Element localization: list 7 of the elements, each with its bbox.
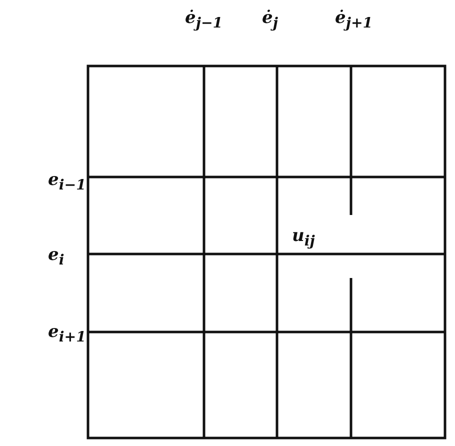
row-label: e$_{i}$ xyxy=(48,245,64,270)
row-label: e$_{i−1}$ xyxy=(48,170,86,196)
column-label: ė$_{j−1}$ xyxy=(185,8,223,34)
cell-label: u$_{ij}$ xyxy=(292,226,315,252)
column-label: ė$_{j}$ xyxy=(262,8,278,34)
column-label: ė$_{j+1}$ xyxy=(335,8,373,34)
row-label: e$_{i+1}$ xyxy=(48,322,86,348)
